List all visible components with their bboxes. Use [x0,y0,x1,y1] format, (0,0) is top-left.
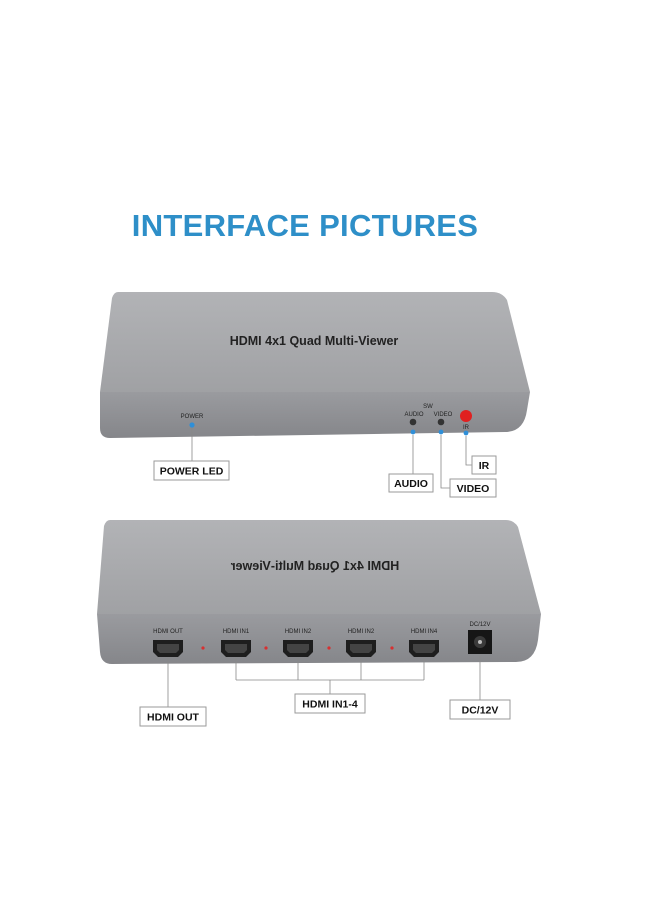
power-led-icon [189,422,195,428]
port-led-icon [201,646,205,650]
rear-device-top [97,520,541,614]
callout-video-label: VIDEO [457,483,490,495]
callout-ir: IR [471,455,497,475]
front-callout-lines [191,428,472,489]
front-device-name: HDMI 4x1 Quad Multi-Viewer [230,334,399,348]
dc-jack-icon [468,630,492,654]
ir-indicator-icon [463,430,469,436]
callout-ir-label: IR [479,460,490,472]
port-label-hdmi-in2: HDMI IN2 [285,629,312,635]
hdmi-in1-port-icon [221,640,251,657]
port-led-icon [264,646,268,650]
front-device: HDMI 4x1 Quad Multi-Viewer POWER SW AUDI… [100,292,530,438]
rear-device-name-mirrored: HDMI 4x1 Quad Multi-Viewer [231,559,400,573]
ir-sensor-icon [460,410,472,422]
callout-hdmi-out-label: HDMI OUT [147,712,199,724]
video-button-icon [437,418,445,426]
port-label-hdmi-in3: HDMI IN2 [348,629,375,635]
front-device-top [100,292,530,392]
rear-callout-lines [167,656,481,708]
audio-button-icon [409,418,417,426]
port-label-hdmi-in1: HDMI IN1 [223,629,250,635]
audio-indicator-icon [410,429,416,435]
callout-power-led: POWER LED [153,460,230,481]
callout-hdmi-in: HDMI IN1-4 [294,693,366,714]
video-text: VIDEO [434,412,453,418]
port-label-hdmi-in4: HDMI IN4 [411,629,438,635]
power-text: POWER [181,414,204,420]
rear-device: HDMI 4x1 Quad Multi-Viewer HDMI OUT HDMI… [97,520,541,664]
page-title: INTERFACE PICTURES [131,208,479,243]
video-indicator-icon [438,429,444,435]
ir-text: IR [463,425,470,431]
callout-power-led-label: POWER LED [160,466,224,478]
front-device-face [100,392,530,438]
callout-hdmi-out: HDMI OUT [139,706,207,727]
hdmi-in3-port-icon [346,640,376,657]
port-led-icon [390,646,394,650]
callout-audio: AUDIO [388,473,434,493]
hdmi-in4-port-icon [409,640,439,657]
sw-text: SW [423,404,433,410]
hdmi-in2-port-icon [283,640,313,657]
callout-dc: DC/12V [449,699,511,720]
callout-audio-label: AUDIO [394,478,428,490]
audio-text: AUDIO [404,412,423,418]
dc-port-text: DC/12V [469,622,490,628]
hdmi-out-port-icon [153,640,183,657]
callout-video: VIDEO [449,478,497,498]
callout-dc-label: DC/12V [462,705,499,717]
port-led-icon [327,646,331,650]
port-label-hdmi-out: HDMI OUT [153,629,183,635]
callout-hdmi-in-label: HDMI IN1-4 [302,699,358,711]
